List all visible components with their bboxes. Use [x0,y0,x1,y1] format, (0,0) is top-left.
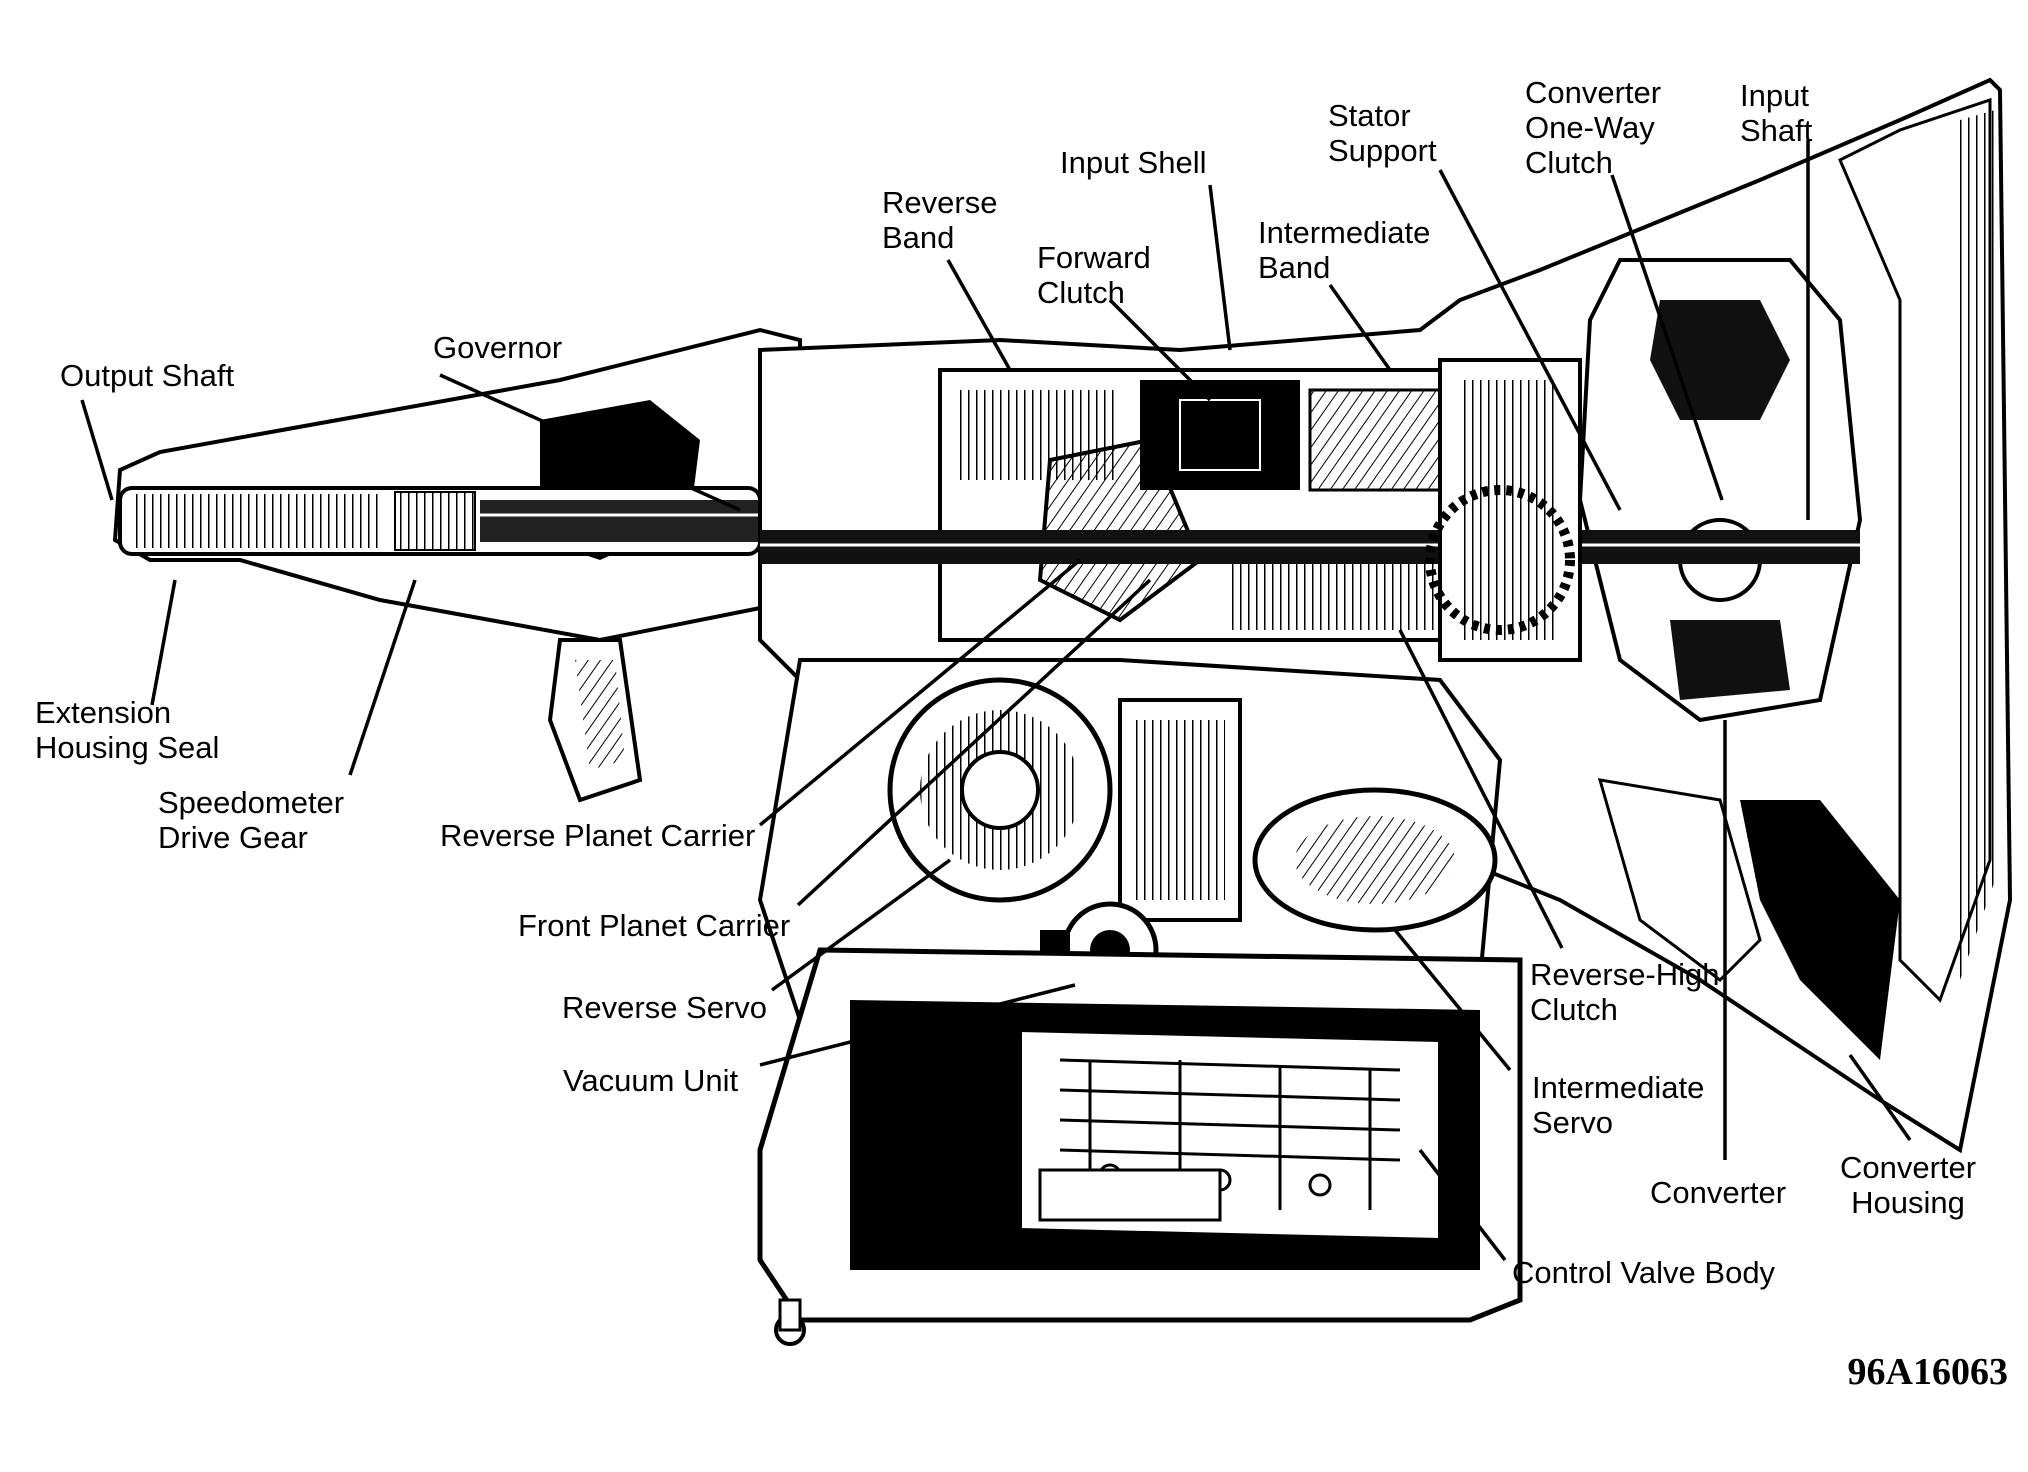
label-speedometer-line-2: Drive Gear [158,820,308,855]
leader-intermediate-servo [1393,928,1512,1072]
label-extension-housing-seal: Extension Housing Seal [35,695,219,765]
leader-output-shaft [80,399,114,501]
planetary-and-clutch-section [760,358,1860,662]
leader-speedometer-drive-gear [348,579,417,776]
figure-id: 96A16063 [1847,1351,2008,1393]
label-input-shaft: Input Shaft [1740,78,1812,148]
label-speedometer-drive-gear: Speedometer Drive Gear [158,785,344,855]
leader-stator-support [1438,169,1622,511]
label-forward-clutch-line-1: Forward [1037,240,1151,275]
label-governor-text: Governor [433,330,563,365]
leader-converter-housing [1848,1053,1912,1142]
label-one-way-clutch-line-1: Converter [1525,75,1662,110]
label-control-valve-body-text: Control Valve Body [1512,1255,1776,1290]
label-vacuum-unit: Vacuum Unit [563,1063,738,1098]
label-intermediate-band-line-1: Intermediate [1258,215,1431,250]
label-stator-support: Stator Support [1328,98,1437,168]
label-one-way-clutch-line-2: One-Way [1525,110,1655,145]
label-reverse-servo: Reverse Servo [562,990,767,1025]
label-extension-housing-seal-line-1: Extension [35,695,172,730]
leader-lines [80,140,1912,1262]
leader-reverse-band [946,259,1012,371]
label-converter: Converter [1650,1175,1786,1210]
label-front-planet-carrier: Front Planet Carrier [518,908,790,943]
leader-reverse-servo [770,858,952,992]
leader-reverse-high-clutch [1398,629,1564,949]
label-reverse-band-line-1: Reverse [882,185,998,220]
label-intermediate-servo: Intermediate Servo [1532,1070,1704,1140]
label-reverse-planet-carrier: Reverse Planet Carrier [440,818,755,853]
label-one-way-clutch-line-3: Clutch [1525,145,1613,180]
leader-intermediate-band [1328,283,1392,372]
label-reverse-planet-carrier-text: Reverse Planet Carrier [440,818,756,853]
label-forward-clutch: Forward Clutch [1037,240,1151,310]
label-input-shaft-line-2: Shaft [1740,113,1813,148]
leader-governor [439,373,741,512]
leader-control-valve-body [1418,1148,1507,1262]
label-front-planet-carrier-text: Front Planet Carrier [518,908,791,943]
label-reverse-high-clutch: Reverse-High Clutch [1530,957,1720,1027]
label-output-shaft-text: Output Shaft [60,358,235,393]
label-input-shaft-line-1: Input [1740,78,1809,113]
label-converter-text: Converter [1650,1175,1787,1210]
label-intermediate-band-line-2: Band [1258,250,1331,285]
label-converter-housing-line-1: Converter [1840,1150,1977,1185]
leader-input-shell [1208,184,1232,351]
label-vacuum-unit-text: Vacuum Unit [563,1063,739,1098]
leader-extension-housing-seal [150,579,177,706]
label-converter-one-way-clutch: Converter One-Way Clutch [1525,75,1661,180]
label-stator-support-line-2: Support [1328,133,1437,168]
label-converter-housing-line-2: Housing [1851,1185,1965,1220]
leader-one-way-clutch [1610,174,1724,501]
oil-pan [757,947,1523,1346]
label-governor: Governor [433,330,562,365]
leader-reverse-planet-carrier [758,558,1082,827]
label-reverse-band: Reverse Band [882,185,997,255]
label-output-shaft: Output Shaft [60,358,234,393]
label-intermediate-servo-line-2: Servo [1532,1105,1613,1140]
label-converter-housing: Converter Housing [1840,1150,1976,1220]
label-forward-clutch-line-2: Clutch [1037,275,1125,310]
label-intermediate-band: Intermediate Band [1258,215,1430,285]
label-reverse-high-clutch-line-1: Reverse-High [1530,957,1720,992]
label-stator-support-line-1: Stator [1328,98,1411,133]
label-reverse-servo-text: Reverse Servo [562,990,768,1025]
leader-front-planet-carrier [796,578,1152,907]
label-extension-housing-seal-line-2: Housing Seal [35,730,220,765]
label-reverse-high-clutch-line-2: Clutch [1530,992,1618,1027]
output-shaft [118,486,762,556]
extension-housing [112,327,802,803]
label-speedometer-line-1: Speedometer [158,785,345,820]
leader-vacuum-unit [759,983,1076,1067]
label-input-shell-text: Input Shell [1060,145,1207,180]
label-intermediate-servo-line-1: Intermediate [1532,1070,1705,1105]
leader-forward-clutch [1108,298,1212,402]
label-reverse-band-line-2: Band [882,220,955,255]
label-input-shell: Input Shell [1060,145,1207,180]
valve-body-and-servos [757,658,1503,1022]
label-control-valve-body: Control Valve Body [1512,1255,1775,1290]
